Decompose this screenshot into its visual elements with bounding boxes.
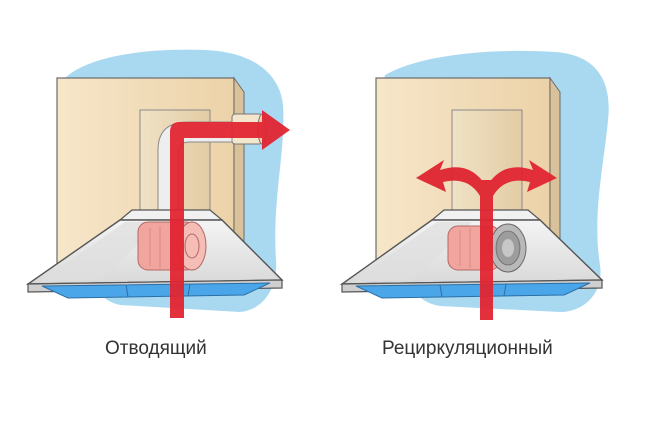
exhaust-hood-illustration — [25, 49, 290, 318]
recirculation-hood-caption: Рециркуляционный — [382, 338, 553, 359]
arrows-split-left-right-icon — [416, 160, 557, 320]
carbon-filter — [489, 223, 527, 273]
arrow-right-airflow-icon — [170, 110, 290, 318]
grease-filter — [355, 282, 591, 299]
exhaust-hood-caption: Отводящий — [105, 338, 207, 359]
recirculation-hood-illustration — [339, 50, 609, 320]
grease-filter — [41, 282, 271, 299]
